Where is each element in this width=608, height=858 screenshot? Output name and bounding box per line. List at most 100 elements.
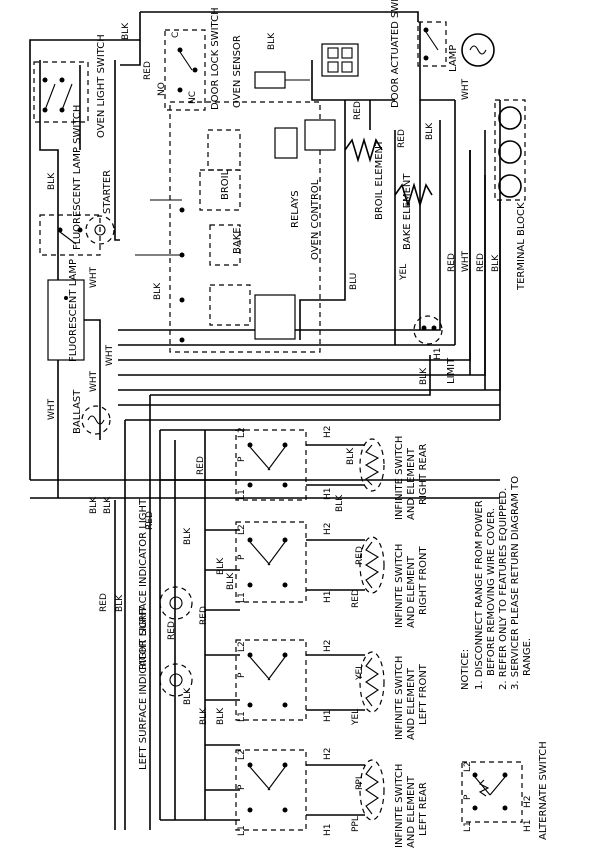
wire-label: RED xyxy=(196,456,206,475)
relays-label: RELAYS xyxy=(290,190,301,228)
oven-sensor xyxy=(254,71,310,89)
infinite-switch-label: INFINITE SWITCH xyxy=(394,544,405,628)
terminal-block xyxy=(494,99,526,201)
limit-switch xyxy=(413,315,443,345)
terminal-label: H1 xyxy=(523,820,533,833)
right-rear-label: RIGHT REAR xyxy=(418,443,429,505)
wire-label: RED xyxy=(351,589,361,608)
terminal-label: P xyxy=(463,794,473,800)
left-rear-label: LEFT REAR xyxy=(418,782,429,836)
wire-label: BLK xyxy=(267,32,277,50)
door-lock-switch xyxy=(164,29,206,111)
wire-label: RED xyxy=(447,253,457,272)
terminal-block-label: TERMINAL BLOCK xyxy=(516,202,527,291)
wire-label: YEL xyxy=(351,709,361,726)
wire-label: RED xyxy=(167,621,177,640)
wire-label: WHT xyxy=(461,250,471,272)
fluorescent-lamp xyxy=(47,279,85,361)
terminal-label: L2 xyxy=(463,761,473,772)
oven-control-box xyxy=(135,101,336,353)
wire-label: BLK xyxy=(491,254,501,272)
left-surface-indicator-label: LEFT SURFACE INDICATOR LIGHT xyxy=(138,606,149,770)
broil-element-label: BROIL ELEMENT xyxy=(374,139,385,220)
terminal-label: H1 xyxy=(433,348,443,361)
terminal-label: H2 xyxy=(323,748,333,761)
terminal-label: L1 xyxy=(237,592,247,603)
terminal-label: P xyxy=(237,784,247,790)
infinite-switch-right-rear xyxy=(235,429,385,501)
wire-label: BLK xyxy=(153,282,163,300)
wire-label: PPL xyxy=(351,816,361,832)
terminal-label: L1 xyxy=(237,489,247,500)
right-surface-indicator-label: RIGHT SURFACE INDICATOR LIGHT xyxy=(138,498,149,670)
oven-sensor-label: OVEN SENSOR xyxy=(232,35,243,108)
bake-element-label: BAKE ELEMENT xyxy=(402,173,413,250)
wire-label: RED xyxy=(355,546,365,565)
labels: BLK BLK RED BLK WHT WHT WHT WHT BLK RED … xyxy=(47,22,533,836)
burner-labels: LEFT SURFACE INDICATOR LIGHT RIGHT SURFA… xyxy=(138,436,549,848)
right-front-label: RIGHT FRONT xyxy=(418,545,429,615)
terminal-label: L2 xyxy=(237,641,247,652)
starter xyxy=(85,215,115,245)
wire-label: WHT xyxy=(89,266,99,288)
infinite-switch-label: INFINITE SWITCH xyxy=(394,764,405,848)
fluorescent-lamp-label: FLUORESCENT LAMP xyxy=(68,259,79,362)
terminal-label: P xyxy=(237,456,247,462)
alternate-switch-label: ALTERNATE SWITCH xyxy=(538,741,549,840)
terminal-label: H1 xyxy=(323,824,333,837)
limit-label: LIMIT xyxy=(446,357,457,384)
oven-light-switch-label: OVEN LIGHT SWITCH xyxy=(96,34,107,138)
notice-line: 3. SERVICER PLEASE RETURN DIAGRAM TO xyxy=(510,476,521,690)
oven-lamp xyxy=(461,33,495,67)
wire-label: YEL xyxy=(355,664,365,681)
lamp-label: LAMP xyxy=(448,45,459,72)
door-actuated-switch-label: DOOR ACTUATED SWITCH xyxy=(390,0,401,108)
and-element-label: AND ELEMENT xyxy=(406,555,417,628)
wire-label: BLK xyxy=(115,594,125,612)
terminal-label: L2 xyxy=(237,524,247,535)
starter-label: STARTER xyxy=(102,170,113,214)
wire-label: BLK xyxy=(89,496,99,514)
infinite-switch-left-rear xyxy=(235,749,385,831)
alternate-switch xyxy=(461,761,523,823)
wire-label: YEL xyxy=(399,264,409,281)
notice-line: 1. DISCONNECT RANGE FROM POWER xyxy=(474,500,485,690)
terminal-label: L1 xyxy=(237,825,247,836)
wire-label: RED xyxy=(353,101,363,120)
terminal-label: H1 xyxy=(323,488,333,501)
wire-label: RED xyxy=(199,606,209,625)
wire-label: BLK xyxy=(47,172,57,190)
notice-line: 2. REFER ONLY TO FEATURES EQUIPPED. xyxy=(498,488,509,690)
and-element-label: AND ELEMENT xyxy=(406,447,417,520)
terminal-label: H1 xyxy=(323,591,333,604)
wire-label: BLK xyxy=(183,527,193,545)
wire-label: RED xyxy=(99,593,109,612)
main-wiring xyxy=(29,11,501,830)
wire-label: WHT xyxy=(105,344,115,366)
fluorescent-lamp-switch xyxy=(39,214,101,256)
terminal-label: L2 xyxy=(237,749,247,760)
wire-label: PPL xyxy=(355,774,365,790)
and-element-label: AND ELEMENT xyxy=(406,775,417,848)
notice-line: BEFORE REMOVING WIRE COVER. xyxy=(486,508,497,676)
wire-label: BLK xyxy=(419,367,429,385)
infinite-switch-left-front xyxy=(235,639,385,721)
wire-label: RED xyxy=(397,129,407,148)
terminal-label: H2 xyxy=(323,640,333,653)
fluorescent-lamp-switch-label: FLUORESCENT LAMP SWITCH xyxy=(72,105,83,250)
terminal-label: L2 xyxy=(237,427,247,438)
wire-label: BLU xyxy=(349,273,359,290)
terminal-label: C xyxy=(171,32,181,38)
wire-label: RED xyxy=(476,253,486,272)
oven-control-label: OVEN CONTROL xyxy=(310,179,321,260)
wire-label: BLK xyxy=(425,122,435,140)
wire-label: RED xyxy=(143,61,153,80)
terminal-label: P xyxy=(237,672,247,678)
lock-motor xyxy=(321,43,359,77)
wire-label: WHT xyxy=(47,398,57,420)
left-front-label: LEFT FRONT xyxy=(418,663,429,725)
notice-title: NOTICE: xyxy=(460,649,471,690)
wire-label: BLK xyxy=(183,687,193,705)
